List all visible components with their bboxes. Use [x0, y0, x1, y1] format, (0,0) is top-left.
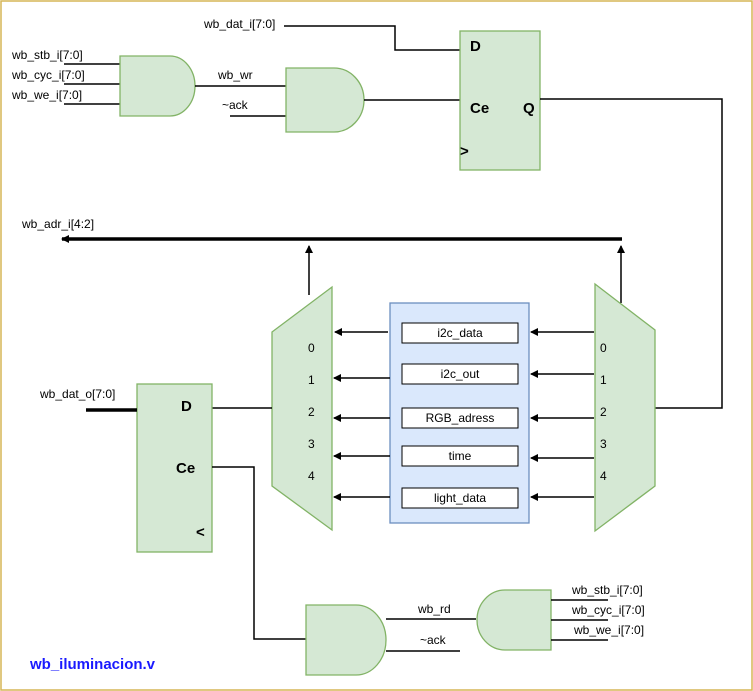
mux-port-3-label: 3	[308, 437, 315, 451]
demux-port-2-label: 2	[600, 405, 607, 419]
write-flip-flop	[459, 30, 541, 171]
register-i2c-data-label: i2c_data	[437, 326, 483, 340]
read-and-gate	[476, 589, 552, 651]
read-ff-ce-label: Ce	[176, 460, 195, 477]
register-time: time	[401, 445, 519, 467]
register-rgb-adress: RGB_adress	[401, 407, 519, 429]
wb-rd-label: wb_rd	[417, 602, 451, 616]
wb-dat-i-wire	[284, 25, 460, 51]
read-and-input-we-label: wb_we_i[7:0]	[573, 623, 644, 637]
write-and-input-stb-label: wb_stb_i[7:0]	[11, 48, 83, 62]
read-multiplexer	[271, 285, 333, 532]
register-to-mux-arrows	[333, 328, 390, 501]
wb-dat-i-label: wb_dat_i[7:0]	[203, 17, 275, 31]
register-i2c-out: i2c_out	[401, 363, 519, 385]
read-ff-d-label: D	[181, 398, 192, 415]
write-and-input-cyc-label: wb_cyc_i[7:0]	[11, 68, 85, 82]
write-demultiplexer	[594, 282, 656, 533]
register-i2c-data: i2c_data	[401, 322, 519, 344]
demux-to-register-arrows	[530, 328, 594, 501]
read-ff-clk-label: <	[196, 524, 205, 541]
read-flip-flop	[136, 383, 213, 553]
mux-port-1-label: 1	[308, 373, 315, 387]
write-ack-label: ~ack	[222, 98, 249, 112]
read-and-input-cyc-label: wb_cyc_i[7:0]	[571, 603, 645, 617]
demux-port-3-label: 3	[600, 437, 607, 451]
register-rgb-adress-label: RGB_adress	[426, 411, 495, 425]
demux-port-1-label: 1	[600, 373, 607, 387]
write-enable-and-gate	[285, 67, 365, 133]
mux-port-0-label: 0	[308, 341, 315, 355]
wb-dat-o-label: wb_dat_o[7:0]	[39, 387, 115, 401]
register-light-data: light_data	[401, 487, 519, 509]
read-and-input-wires	[551, 599, 608, 641]
ff-q-to-demux-wire	[540, 98, 723, 409]
read-ack-label: ~ack	[420, 633, 447, 647]
register-time-label: time	[449, 449, 472, 463]
write-and-input-wires	[64, 63, 120, 105]
wb-wr-label: wb_wr	[217, 68, 253, 82]
write-and-input-we-label: wb_we_i[7:0]	[11, 88, 82, 102]
diagram-title: wb_iluminacion.v	[29, 656, 156, 673]
write-ff-q-label: Q	[523, 100, 535, 117]
register-i2c-out-label: i2c_out	[441, 367, 480, 381]
read-and-input-stb-label: wb_stb_i[7:0]	[571, 583, 643, 597]
write-ff-d-label: D	[470, 38, 481, 55]
mux-port-2-label: 2	[308, 405, 315, 419]
read-enable-and-gate	[305, 604, 387, 676]
write-and-gate	[119, 55, 196, 117]
register-light-data-label: light_data	[434, 491, 486, 505]
demux-port-0-label: 0	[600, 341, 607, 355]
read-ce-wire	[212, 466, 306, 640]
write-ff-ce-label: Ce	[470, 100, 489, 117]
write-ff-clk-label: >	[460, 143, 469, 160]
address-bus-label: wb_adr_i[4:2]	[21, 217, 94, 231]
mux-port-4-label: 4	[308, 469, 315, 483]
demux-port-4-label: 4	[600, 469, 607, 483]
